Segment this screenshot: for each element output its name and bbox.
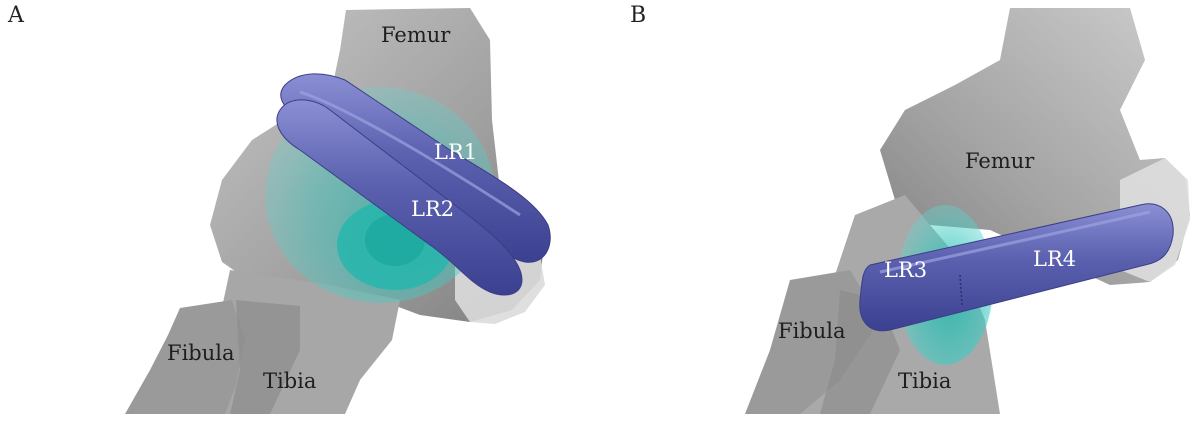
ligament-lr2-a: [276, 99, 523, 296]
ligament-lr3-lr4-b: [859, 203, 1174, 332]
label-femur-b: Femur: [965, 149, 1035, 173]
panel-b: B Femur LR3 LR4 Fibula Tibia: [630, 3, 1190, 414]
panel-b-letter: B: [630, 3, 646, 28]
ligament-divider-b: [959, 274, 963, 306]
tibia-shade-a: [230, 300, 300, 414]
panel-a-letter: A: [7, 3, 25, 28]
fibula-bone-a: [125, 300, 245, 414]
label-lr3: LR3: [884, 258, 927, 282]
label-fibula-a: Fibula: [167, 341, 235, 365]
panel-a: A Femur LR1 LR2 Fibula Tibia: [7, 3, 551, 414]
label-tibia-b: Tibia: [898, 369, 951, 393]
label-tibia-a: Tibia: [263, 369, 316, 393]
label-lr1: LR1: [434, 140, 477, 164]
ligament-sheen-b: [879, 210, 1151, 274]
label-fibula-b: Fibula: [778, 319, 846, 343]
label-lr2: LR2: [411, 197, 454, 221]
ligament-sheen-a: [299, 90, 521, 217]
label-lr4: LR4: [1033, 247, 1076, 271]
label-femur-a: Femur: [381, 23, 451, 47]
